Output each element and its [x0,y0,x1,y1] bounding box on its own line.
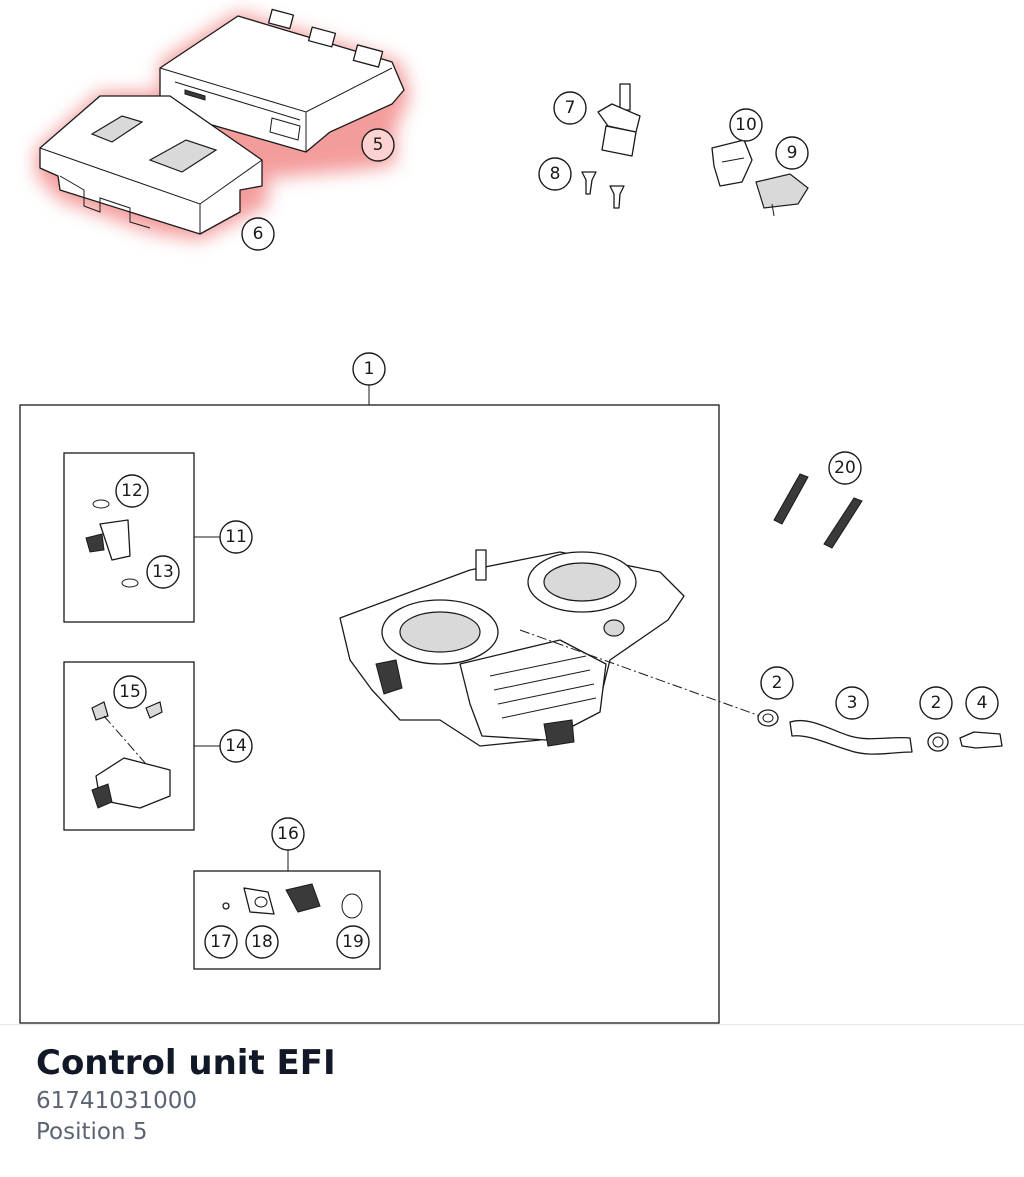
ecu-control-unit[interactable] [39,8,405,235]
svg-text:18: 18 [251,932,273,952]
svg-text:11: 11 [225,527,247,547]
callout-16[interactable]: 16 [271,817,305,851]
callout-20[interactable]: 20 [828,451,862,485]
divider [0,1024,1024,1025]
idle-sensor-parts[interactable] [222,883,363,919]
svg-text:19: 19 [342,932,364,952]
callout-8[interactable]: 8 [538,157,572,191]
svg-text:6: 6 [253,224,264,244]
svg-text:14: 14 [225,736,247,756]
hose-axis-line [519,629,761,717]
svg-text:9: 9 [787,143,798,163]
callout-2b[interactable]: 2 [919,686,953,720]
callout-4[interactable]: 4 [965,686,999,720]
pin-part[interactable] [773,473,863,549]
callout-17[interactable]: 17 [204,925,238,959]
callout-13[interactable]: 13 [146,555,180,589]
pressure-sensor-part[interactable] [597,83,641,157]
svg-text:12: 12 [121,481,143,501]
part-position: Position 5 [36,1119,148,1145]
svg-text:7: 7 [565,98,576,118]
hose-part[interactable] [789,720,913,755]
svg-text:13: 13 [152,562,174,582]
idle-sensor-box [193,870,381,970]
callout-9[interactable]: 9 [775,136,809,170]
callout-1[interactable]: 1 [352,352,386,386]
throttle-body-part[interactable] [339,549,685,747]
callout-12[interactable]: 12 [115,474,149,508]
hose-clamp-part[interactable] [757,709,779,727]
callout-5[interactable]: 5 [361,128,395,162]
part-info-panel: Control unit EFI 61741031000 Position 5 [36,1040,336,1148]
svg-text:10: 10 [735,115,757,135]
svg-text:16: 16 [277,824,299,844]
callout-10[interactable]: 10 [729,108,763,142]
callout-18[interactable]: 18 [245,925,279,959]
svg-text:8: 8 [550,164,561,184]
callout-19[interactable]: 19 [336,925,370,959]
part-number: 61741031000 [36,1088,197,1114]
svg-text:3: 3 [847,693,858,713]
svg-text:4: 4 [977,693,988,713]
svg-text:2: 2 [772,673,783,693]
svg-text:5: 5 [373,135,384,155]
svg-text:20: 20 [834,458,856,478]
svg-text:15: 15 [119,682,141,702]
throttle-sensor-part[interactable] [91,701,171,809]
hose-clamp-part-2[interactable] [927,732,949,752]
callout-7[interactable]: 7 [553,91,587,125]
callout-14[interactable]: 14 [219,729,253,763]
callout-15[interactable]: 15 [113,675,147,709]
exploded-parts-diagram: 5 6 7 8 10 9 1 [19,8,1003,1024]
callout-3[interactable]: 3 [835,686,869,720]
svg-text:2: 2 [931,693,942,713]
connector-plug-part[interactable] [755,173,809,217]
callout-2a[interactable]: 2 [760,666,794,700]
svg-text:17: 17 [210,932,232,952]
callout-6[interactable]: 6 [241,217,275,251]
callout-11[interactable]: 11 [219,520,253,554]
injector-part[interactable] [85,499,139,588]
connector-cover-part[interactable] [711,139,753,187]
svg-text:1: 1 [364,359,375,379]
part-title: Control unit EFI [36,1043,336,1083]
hose-fitting-part[interactable] [959,731,1003,749]
screw-part[interactable] [581,171,625,209]
